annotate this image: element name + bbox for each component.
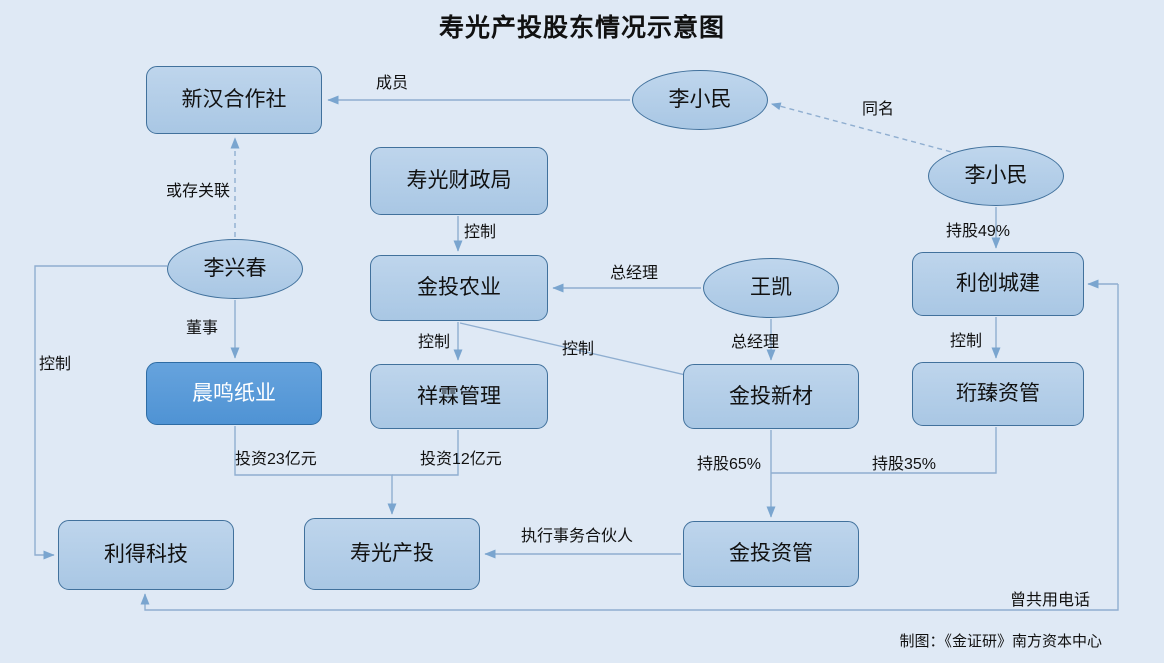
edge-hold-35	[771, 427, 997, 474]
edge-label-control-hengzhen: 控制	[950, 333, 983, 350]
edge-invest-12	[392, 430, 459, 476]
node-jintou-nongye[interactable]: 金投农业	[370, 255, 548, 321]
edge-label-gm-xincai: 总经理	[731, 334, 780, 351]
node-label: 祥霖管理	[417, 384, 501, 408]
edge-label-control-lide: 控制	[39, 356, 72, 373]
edge-label-invest-23: 投资23亿元	[235, 451, 317, 468]
node-lixiaomin-2[interactable]: 李小民	[928, 146, 1064, 206]
edge-label-gm-nongye: 总经理	[610, 265, 659, 282]
node-lide-technology[interactable]: 利得科技	[58, 520, 234, 590]
node-label: 金投农业	[417, 276, 501, 300]
edge-label-managing-partner: 执行事务合伙人	[521, 528, 634, 545]
node-xianglin-management[interactable]: 祥霖管理	[370, 364, 548, 429]
node-shouguang-chantou[interactable]: 寿光产投	[304, 518, 480, 590]
edge-shared-phone	[140, 284, 1119, 611]
edge-label-same-name: 同名	[862, 101, 895, 118]
edge-label-director: 董事	[186, 320, 219, 337]
node-label: 晨鸣纸业	[192, 381, 276, 405]
edge-label-control-finance: 控制	[464, 224, 497, 241]
node-hengzhen-ziguan[interactable]: 珩臻资管	[912, 362, 1084, 426]
edge-label-hold-35: 持股35%	[872, 456, 937, 473]
edge-label-invest-12: 投资12亿元	[420, 451, 502, 468]
node-label: 寿光产投	[350, 542, 434, 566]
edge-label-hold-65: 持股65%	[697, 456, 762, 473]
node-lixingchun[interactable]: 李兴春	[167, 239, 303, 299]
node-label: 王凯	[750, 276, 792, 300]
edge-label-control-xincai: 控制	[562, 341, 595, 358]
node-label: 李兴春	[203, 257, 267, 281]
node-lichuang-chengjian[interactable]: 利创城建	[912, 252, 1084, 316]
edge-label-shared-phone: 曾共用电话	[1010, 592, 1091, 609]
node-label: 寿光财政局	[406, 169, 512, 193]
node-lixiaomin-1[interactable]: 李小民	[632, 70, 768, 130]
edge-control-lide	[34, 265, 167, 560]
edge-label-maybe-related: 或存关联	[166, 183, 231, 200]
node-shouguang-finance-bureau[interactable]: 寿光财政局	[370, 147, 548, 215]
node-jintou-xincai[interactable]: 金投新材	[683, 364, 859, 429]
node-label: 利创城建	[956, 272, 1040, 296]
node-label: 新汉合作社	[181, 88, 287, 112]
edge-label-control-xianglin: 控制	[418, 334, 451, 351]
node-chenming-paper[interactable]: 晨鸣纸业	[146, 362, 322, 425]
node-xinhan-cooperative[interactable]: 新汉合作社	[146, 66, 322, 134]
node-label: 李小民	[668, 88, 732, 112]
edge-invest-23	[234, 426, 397, 515]
node-label: 金投新材	[729, 384, 813, 408]
node-label: 利得科技	[104, 543, 188, 567]
node-label: 珩臻资管	[956, 382, 1040, 406]
credit-line: 制图：《金证研》南方资本中心	[899, 634, 1102, 650]
node-label: 金投资管	[729, 542, 813, 566]
node-label: 李小民	[964, 164, 1028, 188]
page-title: 寿光产投股东情况示意图	[438, 14, 725, 42]
node-jintou-ziguan[interactable]: 金投资管	[683, 521, 859, 587]
node-wangkai[interactable]: 王凯	[703, 258, 839, 318]
edge-label-hold-49: 持股49%	[946, 223, 1011, 240]
edge-label-member: 成员	[376, 75, 409, 92]
